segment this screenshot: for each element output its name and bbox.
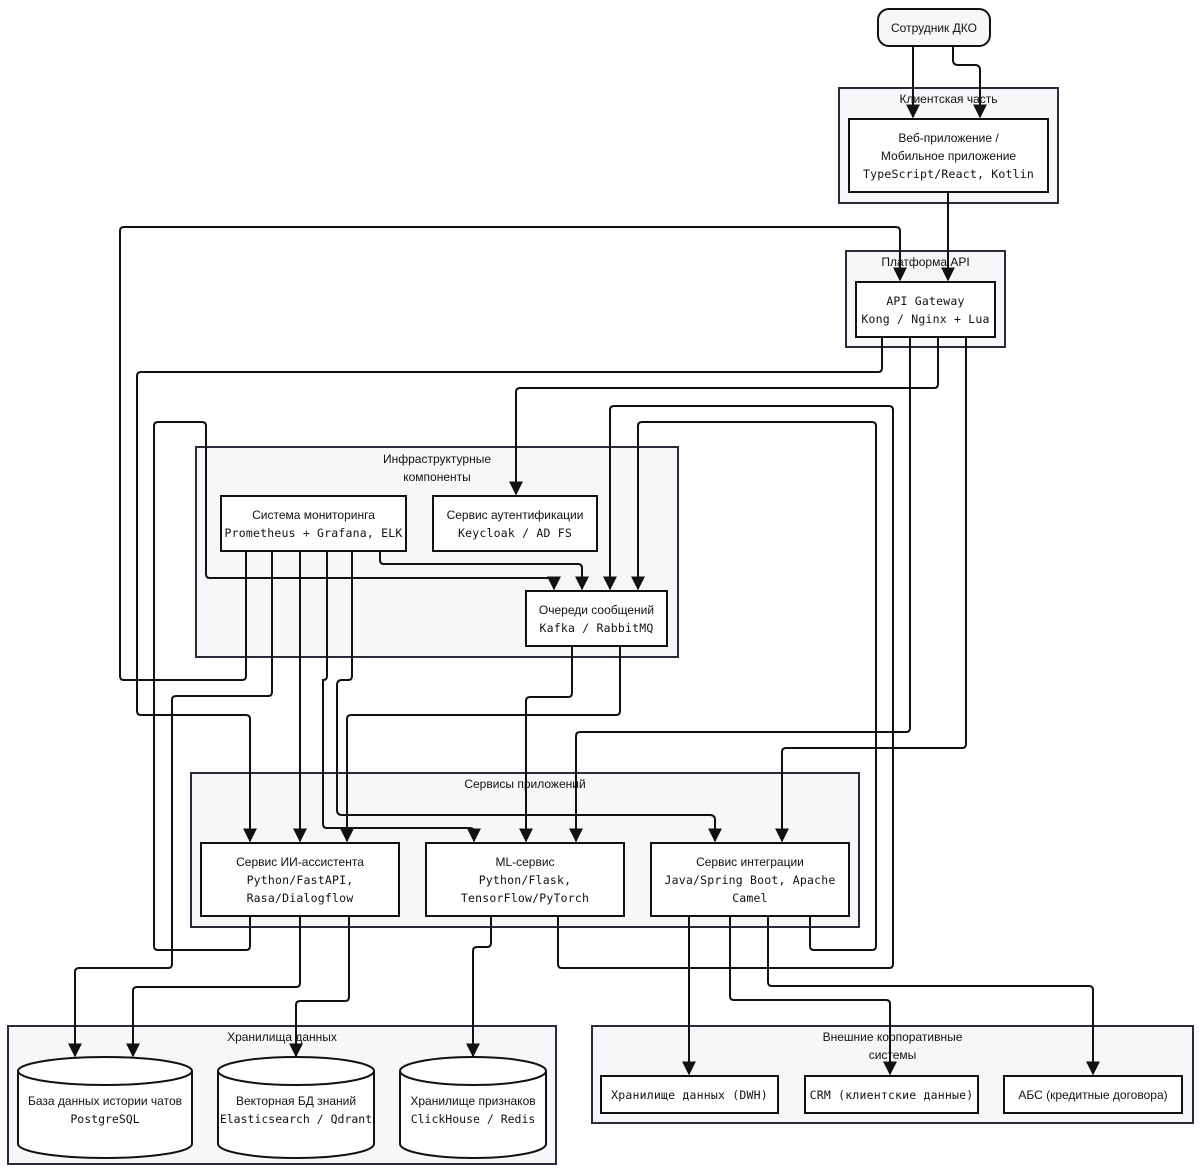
cluster-client-title: Клиентская часть [899, 92, 998, 106]
node-crm-line1: CRM (клиентские данные) [809, 1087, 974, 1102]
node-vectordb-line2: Elasticsearch / Qdrant [219, 1112, 373, 1126]
node-gateway[interactable]: API Gateway Kong / Nginx + Lua [855, 281, 996, 338]
node-webapp[interactable]: Веб-приложение / Мобильное приложение Ty… [848, 118, 1049, 193]
node-webapp-line1: Веб-приложение / [898, 130, 999, 145]
node-ml-service-line3: TensorFlow/PyTorch [460, 890, 590, 905]
cluster-external-title: Внешние корпоративные системы [593, 1028, 1192, 1064]
node-chatdb-line2: PostgreSQL [70, 1112, 140, 1126]
node-ml-service[interactable]: ML-сервис Python/Flask, TensorFlow/PyTor… [425, 842, 625, 917]
cluster-storage-title: Хранилища данных [227, 1030, 337, 1044]
node-ai-assistant-line1: Сервис ИИ-ассистента [236, 854, 364, 869]
node-featurestore[interactable]: Хранилище признаков ClickHouse / Redis [400, 1090, 546, 1130]
node-auth[interactable]: Сервис аутентификации Keycloak / AD FS [432, 495, 598, 552]
node-featurestore-line1: Хранилище признаков [410, 1094, 536, 1108]
edge-gateway-integration [775, 338, 967, 843]
node-ml-service-line1: ML-сервис [495, 854, 555, 869]
cluster-api-title: Платформа API [881, 255, 970, 269]
node-webapp-line2: Мобильное приложение [880, 148, 1017, 163]
cluster-infra-title-line2: компоненты [403, 470, 471, 484]
node-abs-line1: АБС (кредитные договора) [1018, 1087, 1168, 1102]
node-chatdb-line1: База данных истории чатов [27, 1094, 183, 1108]
node-integration-line3: Camel [732, 890, 768, 905]
node-ai-assistant[interactable]: Сервис ИИ-ассистента Python/FastAPI, Ras… [200, 842, 400, 917]
node-gateway-line1: API Gateway [886, 293, 965, 308]
node-webapp-line3: TypeScript/React, Kotlin [863, 166, 1034, 181]
node-ml-service-line2: Python/Flask, [478, 872, 572, 887]
node-gateway-line2: Kong / Nginx + Lua [861, 311, 990, 326]
cluster-infra-title-line1: Инфраструктурные [383, 452, 491, 466]
node-monitoring-line1: Система мониторинга [252, 507, 375, 522]
node-queues-line2: Kafka / RabbitMQ [539, 620, 654, 635]
node-monitoring-line2: Prometheus + Grafana, ELK [224, 525, 403, 540]
node-ai-assistant-line3: Rasa/Dialogflow [246, 890, 354, 905]
cluster-external-title-line2: системы [868, 1048, 917, 1062]
node-featurestore-line2: ClickHouse / Redis [410, 1112, 536, 1126]
node-abs[interactable]: АБС (кредитные договора) [1003, 1075, 1183, 1114]
node-auth-line2: Keycloak / AD FS [458, 525, 572, 540]
node-crm[interactable]: CRM (клиентские данные) [804, 1075, 979, 1114]
node-vectordb-line1: Векторная БД знаний [235, 1094, 357, 1108]
node-ai-assistant-line2: Python/FastAPI, [246, 872, 354, 887]
cluster-external-title-line1: Внешние корпоративные [822, 1030, 963, 1044]
cluster-services-title: Сервисы приложений [464, 777, 586, 791]
actor-employee-label: Сотрудник ДКО [891, 20, 977, 35]
node-queues-line1: Очереди сообщений [538, 602, 655, 617]
node-vectordb[interactable]: Векторная БД знаний Elasticsearch / Qdra… [218, 1090, 374, 1130]
node-auth-line1: Сервис аутентификации [446, 507, 584, 522]
node-dwh-line1: Хранилище данных (DWH) [611, 1087, 768, 1102]
node-integration-line2: Java/Spring Boot, Apache [664, 872, 836, 887]
node-integration[interactable]: Сервис интеграции Java/Spring Boot, Apac… [650, 842, 850, 917]
node-monitoring[interactable]: Система мониторинга Prometheus + Grafana… [220, 495, 407, 552]
node-integration-line1: Сервис интеграции [696, 854, 804, 869]
actor-employee[interactable]: Сотрудник ДКО [877, 8, 991, 47]
cluster-infra-title: Инфраструктурные компоненты [197, 450, 677, 486]
node-dwh[interactable]: Хранилище данных (DWH) [600, 1075, 779, 1114]
node-chatdb[interactable]: База данных истории чатов PostgreSQL [18, 1090, 192, 1130]
node-queues[interactable]: Очереди сообщений Kafka / RabbitMQ [525, 590, 668, 647]
